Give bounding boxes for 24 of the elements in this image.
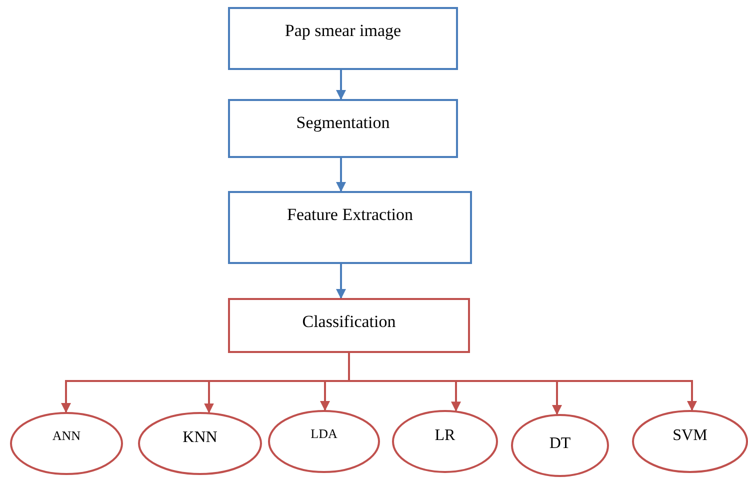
method-ellipse bbox=[10, 412, 123, 475]
process-box bbox=[228, 191, 472, 264]
arrow bbox=[348, 353, 697, 412]
process-box bbox=[228, 298, 470, 353]
method-label: SVM bbox=[672, 426, 708, 444]
method-ellipse bbox=[268, 410, 380, 473]
method-ellipse bbox=[511, 414, 609, 477]
step-label: Pap smear image bbox=[284, 21, 402, 41]
method-ellipse bbox=[632, 410, 748, 473]
process-box bbox=[228, 7, 458, 70]
step-label: Feature Extraction bbox=[286, 205, 414, 225]
method-label: LR bbox=[434, 426, 456, 444]
method-label: DT bbox=[549, 434, 571, 452]
arrow bbox=[336, 70, 346, 100]
method-label: ANN bbox=[52, 428, 81, 444]
method-ellipse bbox=[392, 410, 498, 473]
step-label: Segmentation bbox=[296, 113, 390, 133]
process-box bbox=[228, 99, 458, 158]
step-label: Classification bbox=[302, 312, 396, 332]
arrow bbox=[336, 264, 346, 299]
method-label: KNN bbox=[182, 428, 218, 446]
method-label: LDA bbox=[310, 426, 338, 442]
arrow bbox=[336, 158, 346, 192]
method-ellipse bbox=[138, 412, 262, 475]
